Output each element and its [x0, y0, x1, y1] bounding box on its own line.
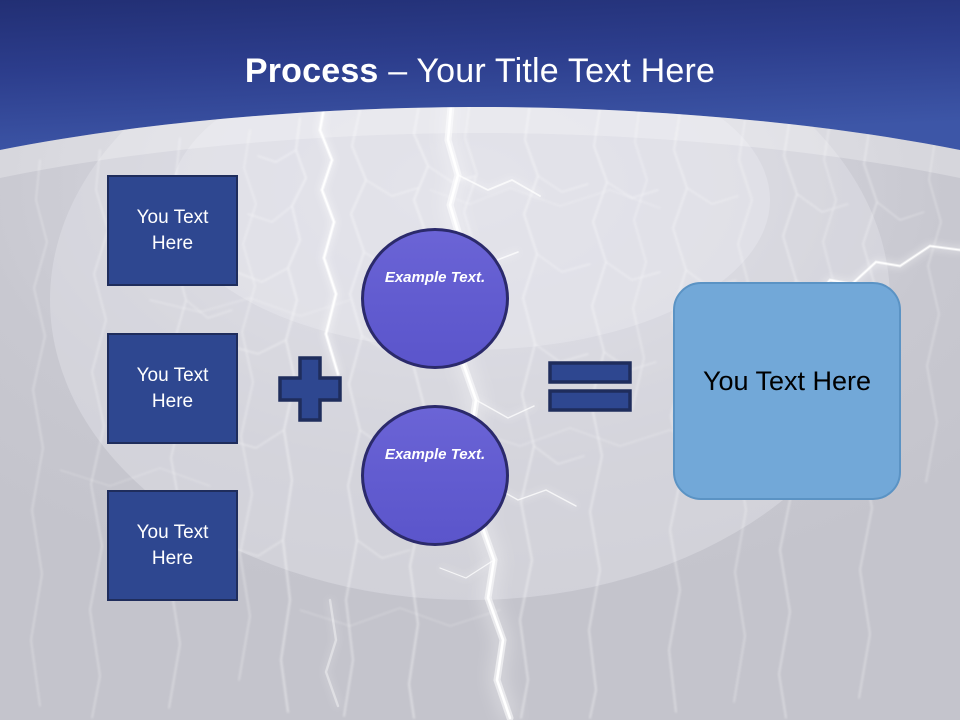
- example-circle-2[interactable]: Example Text.: [361, 405, 509, 546]
- page-title-bold: Process: [244, 52, 379, 90]
- plus-operator-icon: [276, 356, 344, 422]
- result-box-label: You Text Here: [702, 365, 872, 396]
- example-circle-1-label: Example Text.: [384, 269, 486, 286]
- page-title: Process – Your Title Text Here: [0, 51, 960, 91]
- equals-operator-icon: [548, 361, 632, 414]
- page-title-rest: Your Title Text Here: [416, 52, 716, 90]
- input-box-3-label: You Text Here: [136, 521, 209, 569]
- input-box-1-label: You Text Here: [136, 206, 209, 254]
- example-circle-2-label: Example Text.: [384, 446, 486, 463]
- input-box-3[interactable]: You Text Here: [107, 490, 238, 601]
- result-box[interactable]: You Text Here: [673, 282, 901, 500]
- page-title-separator: –: [378, 52, 417, 90]
- input-box-2-label: You Text Here: [136, 364, 209, 412]
- example-circle-1[interactable]: Example Text.: [361, 228, 509, 369]
- input-box-1[interactable]: You Text Here: [107, 175, 238, 286]
- input-box-2[interactable]: You Text Here: [107, 333, 238, 444]
- header-banner: [0, 0, 960, 200]
